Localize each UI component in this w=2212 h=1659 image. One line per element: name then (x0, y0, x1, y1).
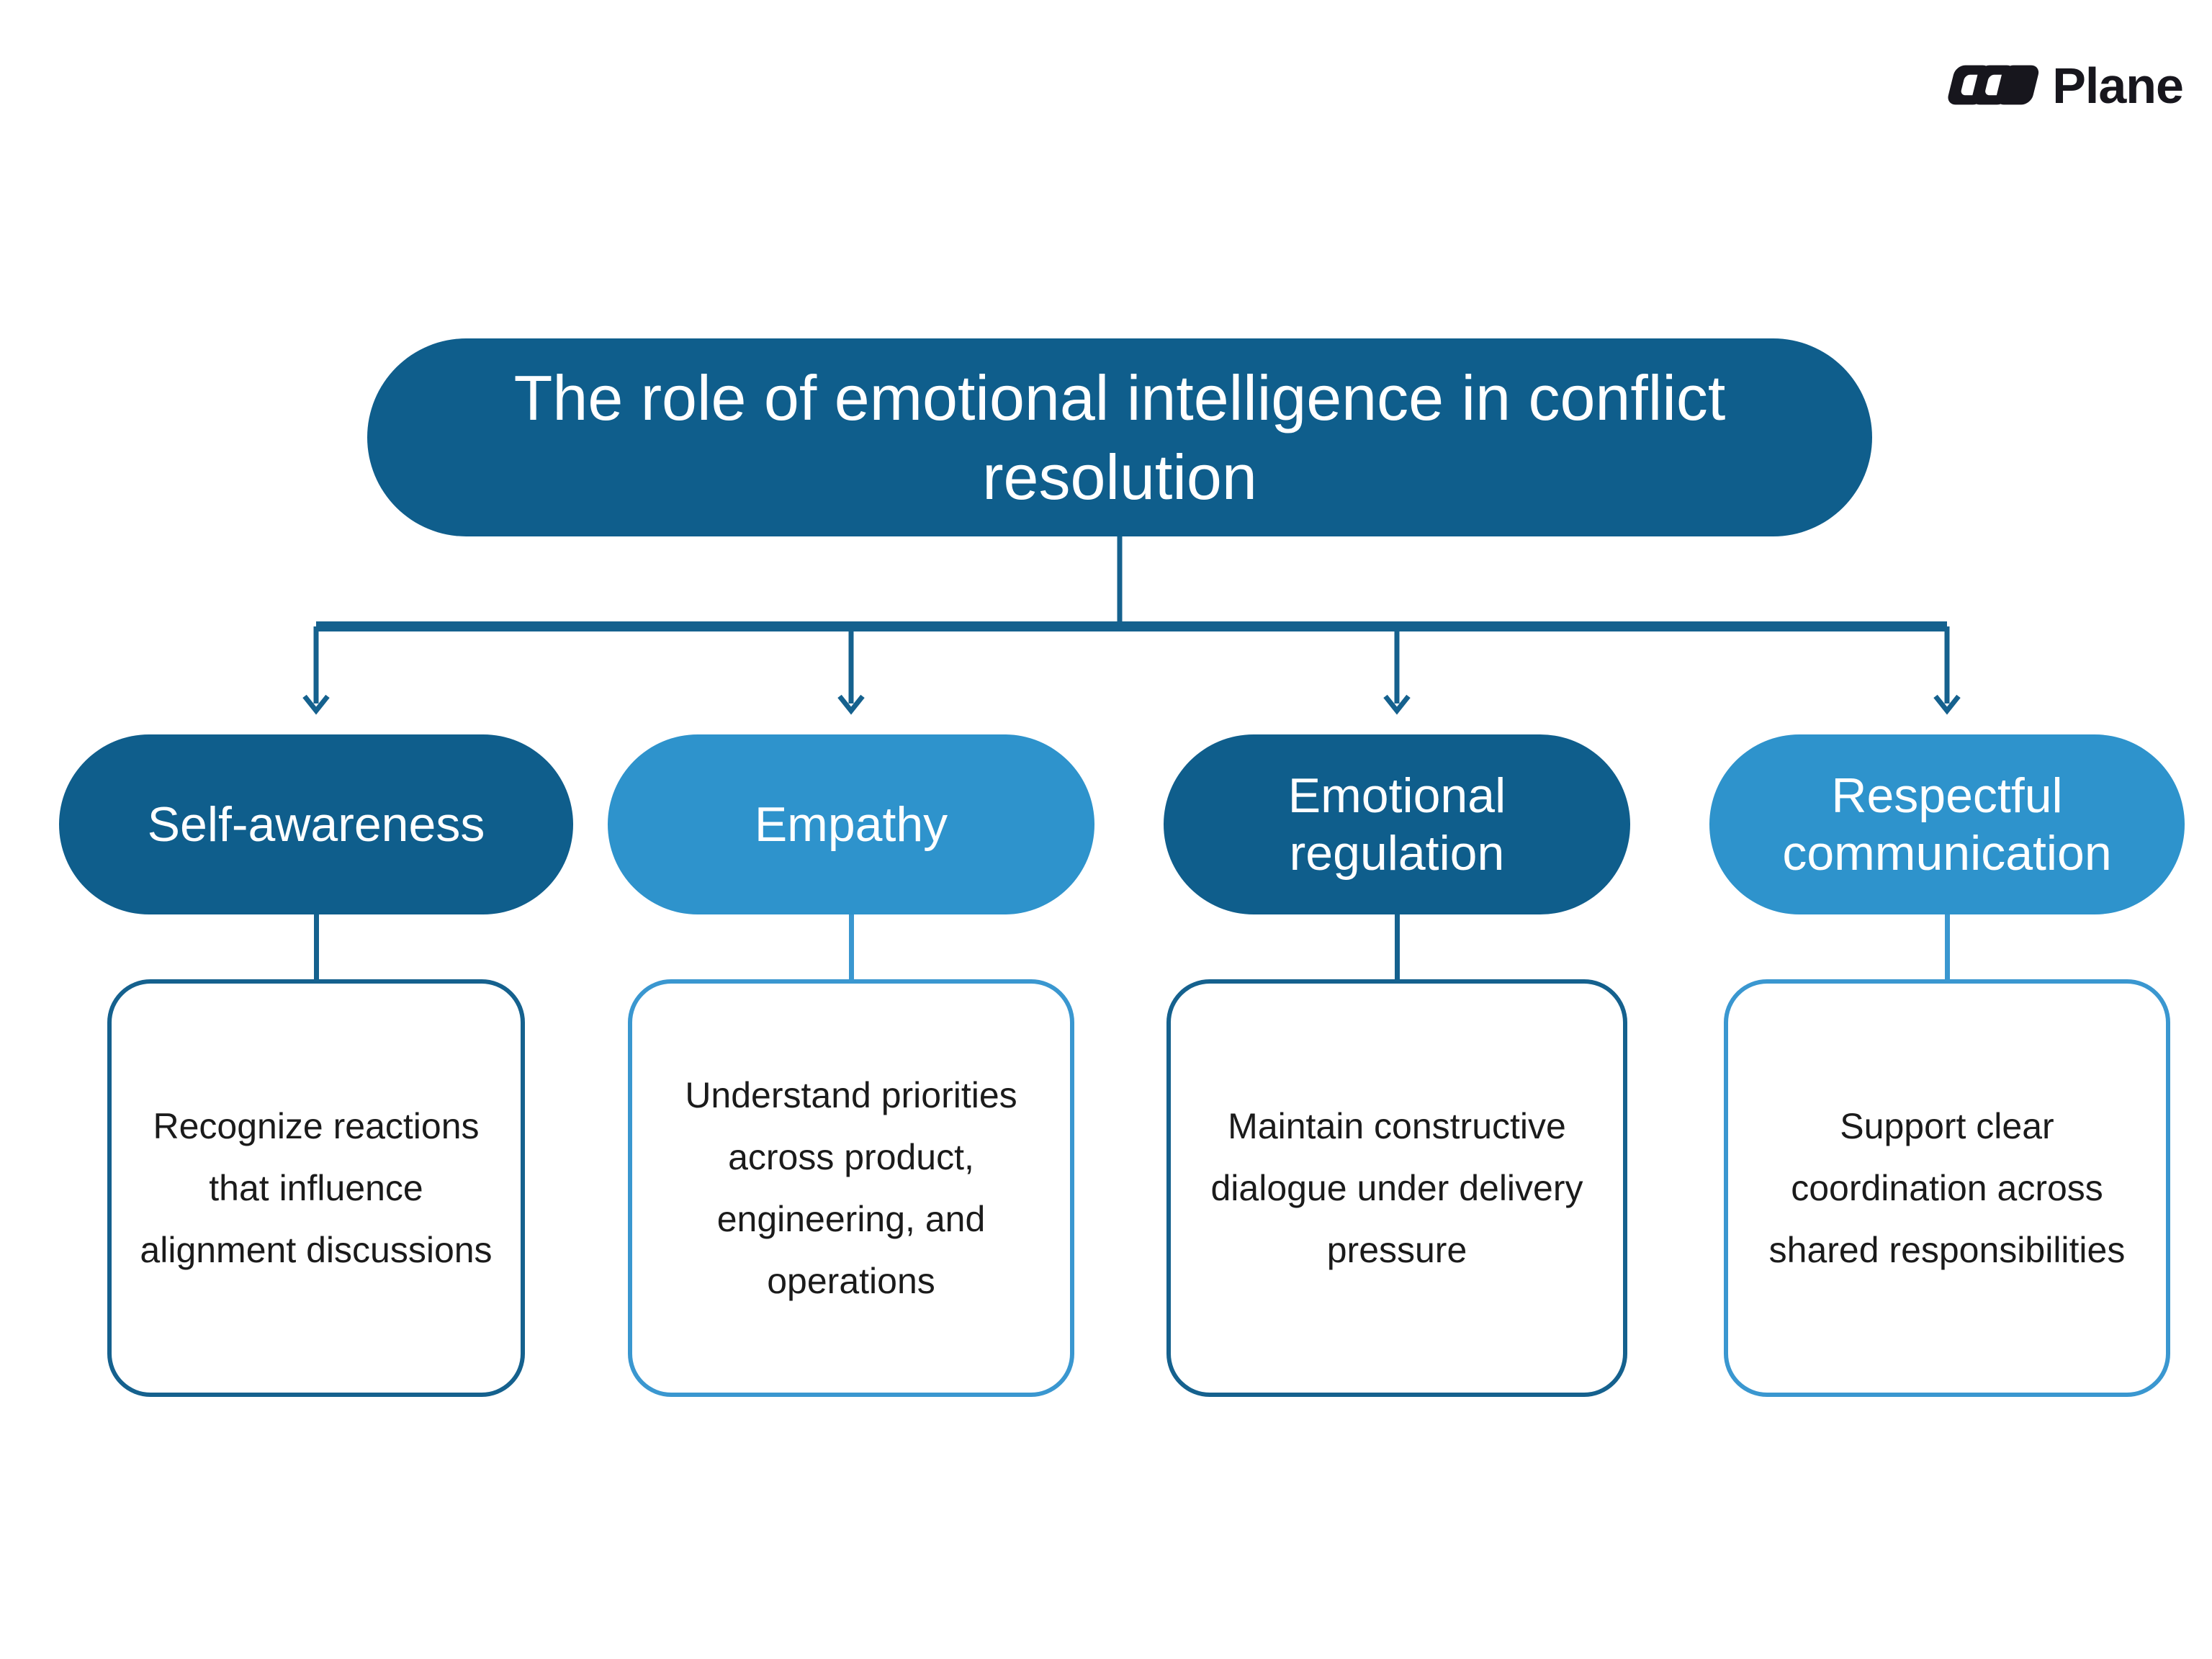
arrow-down-icon (302, 694, 330, 715)
branch-description: Maintain constructive dialogue under del… (1210, 1106, 1583, 1270)
branch-label: Self-awareness (147, 796, 485, 852)
branch-connector-line (1394, 914, 1400, 979)
branch-connector-line (313, 914, 319, 979)
plane-logo-icon (1948, 65, 2039, 105)
arrow-down-icon (1383, 694, 1411, 715)
branch-label: Emotional regulation (1287, 768, 1506, 881)
branch-label: Respectful communication (1782, 768, 2112, 881)
branch-description-box: Support clear coordination across shared… (1724, 979, 2170, 1397)
plane-logo-wordmark: Plane (2052, 58, 2184, 114)
branch-description-box: Maintain constructive dialogue under del… (1166, 979, 1627, 1397)
branch-description: Support clear coordination across shared… (1768, 1106, 2126, 1270)
branch-column-emotional-regulation: Emotional regulation Maintain constructi… (1164, 734, 1630, 1397)
arrow-down-icon (1933, 694, 1961, 715)
connector-tree (302, 536, 1961, 715)
branch-description-box: Recognize reactions that influence align… (107, 979, 525, 1397)
branch-label: Empathy (754, 796, 948, 852)
branch-description: Recognize reactions that influence align… (140, 1106, 493, 1270)
branch-column-empathy: Empathy Understand priorities across pro… (608, 734, 1094, 1397)
branch-column-self-awareness: Self-awareness Recognize reactions that … (59, 734, 573, 1397)
branch-pill: Respectful communication (1709, 734, 2185, 914)
branch-pill: Emotional regulation (1164, 734, 1630, 914)
branch-pill: Empathy (608, 734, 1094, 914)
branch-description-box: Understand priorities across product, en… (628, 979, 1074, 1397)
branch-connector-line (1944, 914, 1950, 979)
arrow-down-icon (837, 694, 865, 715)
title-text: The role of emotional intelligence in co… (513, 361, 1726, 513)
branch-description: Understand priorities across product, en… (685, 1075, 1017, 1301)
branch-connector-line (848, 914, 854, 979)
branch-column-respectful-communication: Respectful communication Support clear c… (1709, 734, 2185, 1397)
branch-pill: Self-awareness (59, 734, 573, 914)
title-node: The role of emotional intelligence in co… (367, 338, 1872, 536)
plane-logo: Plane (1944, 52, 2184, 120)
